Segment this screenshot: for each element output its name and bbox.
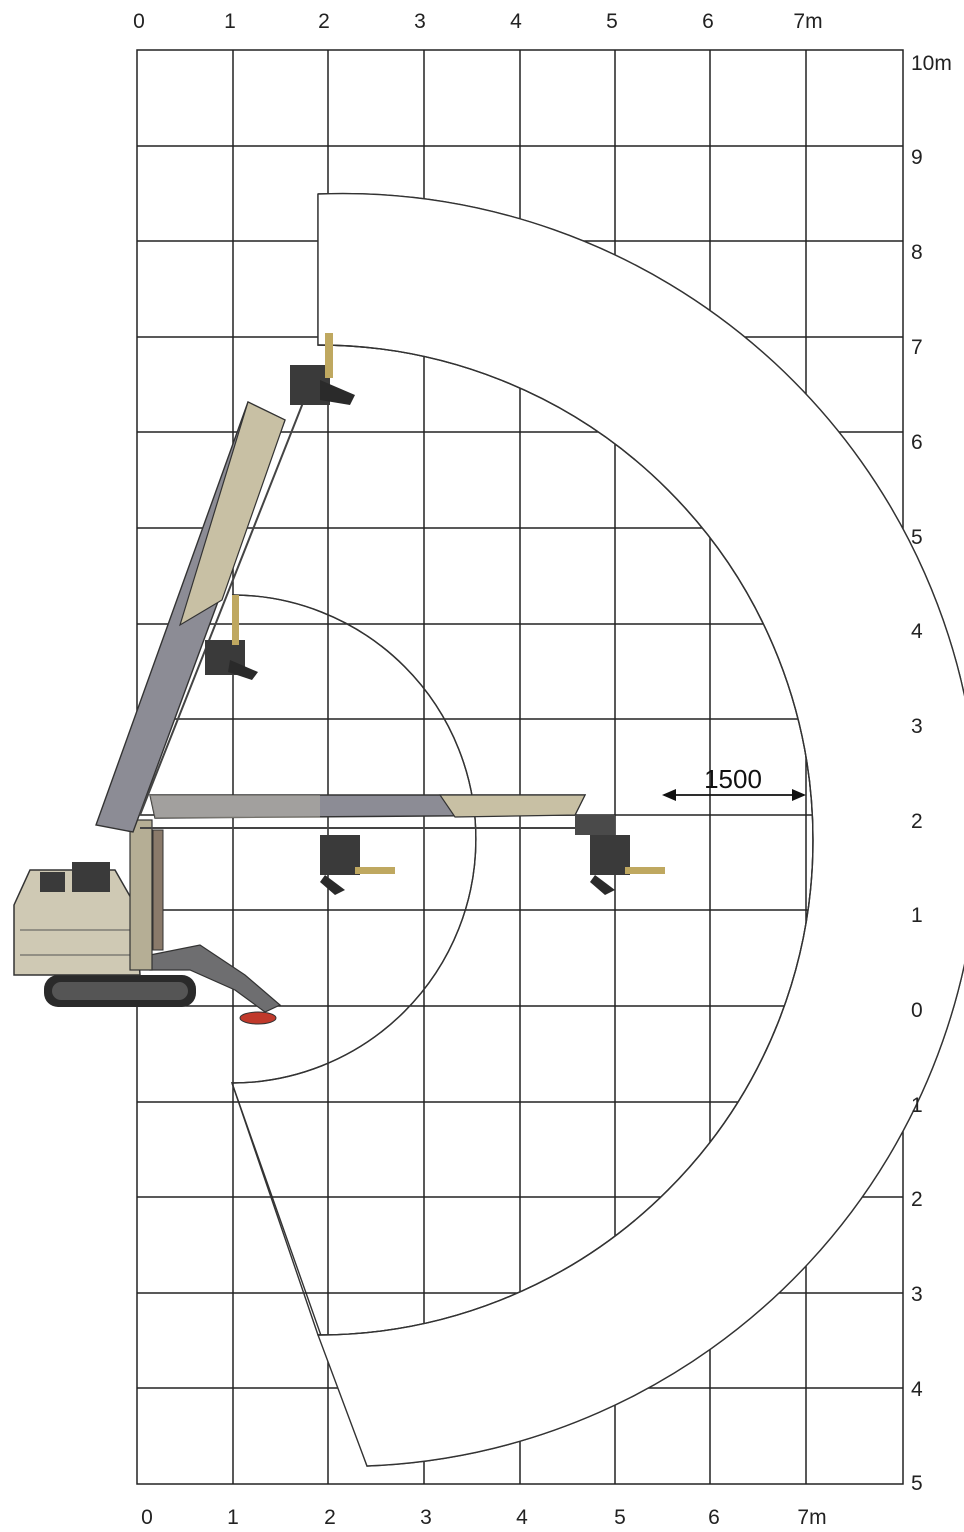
y-tick-4: 6 [911,431,923,454]
y-tick-2: 8 [911,241,923,264]
y-axis-right: 10m 9 8 7 6 5 4 3 2 1 0 1 2 3 4 5 [911,52,952,1495]
dimension-1500: 1500 [662,764,806,801]
x-bottom-tick-3: 3 [420,1506,432,1529]
x-bottom-tick-7: 7m [797,1506,826,1529]
x-top-tick-0: 0 [133,10,145,33]
dimension-arrow-right [792,789,806,801]
x-top-tick-7: 7m [793,10,822,33]
horizontal-boom-head-near [320,835,395,895]
raised-boom-tip [178,401,286,627]
dimension-label: 1500 [704,764,762,794]
machine-illustration [13,333,665,1025]
mid-saw-head [205,595,258,680]
horizontal-boom-head-tip [590,835,665,895]
x-top-tick-3: 3 [414,10,426,33]
y-tick-6: 4 [911,620,923,643]
y-tick-3: 7 [911,336,923,359]
x-top-tick-5: 5 [606,10,618,33]
x-top-tick-6: 6 [702,10,714,33]
mast [129,819,153,971]
x-top-tick-1: 1 [224,10,236,33]
inner-envelope-band [231,344,814,1336]
upper-saw-head [290,333,355,405]
x-top-tick-2: 2 [318,10,330,33]
horizontal-boom-tip [438,794,586,818]
outrigger-pad [239,1011,277,1025]
dimension-arrow-left [662,789,676,801]
x-axis-top: 0 1 2 3 4 5 6 7m [133,10,822,33]
y-tick-5: 5 [911,526,923,549]
y-tick-8: 2 [911,810,923,833]
x-top-tick-4: 4 [510,10,522,33]
y-tick-0: 10m [911,52,952,75]
envelope-band [316,192,964,1467]
x-bottom-tick-4: 4 [516,1506,528,1529]
x-bottom-tick-1: 1 [227,1506,239,1529]
y-tick-15: 5 [911,1472,923,1495]
x-axis-bottom: 0 1 2 3 4 5 6 7m [141,1506,826,1529]
x-bottom-tick-5: 5 [614,1506,626,1529]
y-tick-13: 3 [911,1283,923,1306]
y-tick-7: 3 [911,715,923,738]
x-bottom-tick-6: 6 [708,1506,720,1529]
x-bottom-tick-0: 0 [141,1506,153,1529]
y-tick-9: 1 [911,904,923,927]
y-tick-11: 1 [911,1094,923,1117]
y-tick-12: 2 [911,1188,923,1211]
y-tick-10: 0 [911,999,923,1022]
x-bottom-tick-2: 2 [324,1506,336,1529]
y-tick-1: 9 [911,146,923,169]
y-tick-14: 4 [911,1378,923,1401]
